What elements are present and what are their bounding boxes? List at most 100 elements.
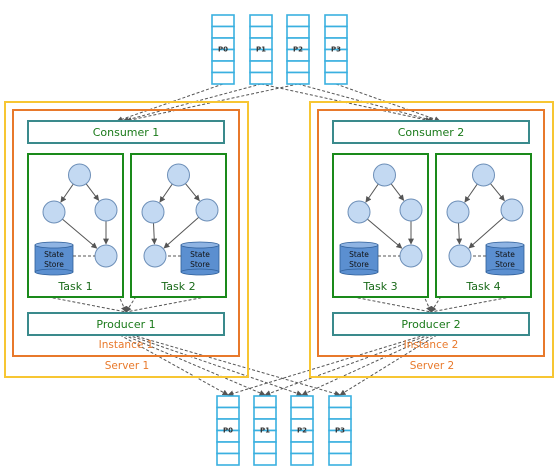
producer-to-output [339,334,438,396]
server-box [309,101,554,378]
edge [159,183,173,203]
processor-node [42,200,66,224]
partition-cell [286,71,310,85]
partition-cell [328,452,352,466]
processor-node [373,163,396,187]
instance-label: Instance 1 [99,339,154,351]
processor-node [94,244,118,268]
partition-cell [253,452,277,466]
partition-cell [216,395,240,409]
partition-cell [249,14,273,28]
task-label: Task 1 [57,280,92,293]
edge [185,183,200,202]
processor-node [68,163,91,187]
producer-to-output [123,334,266,396]
producer-label: Producer 1 [96,318,155,331]
processor-node [347,200,371,224]
task-to-producer [410,266,432,313]
partition-label: P0 [223,427,233,435]
processor-node [195,198,219,222]
state-store-label-line2: Store [349,260,369,269]
input-partition-2: P2 [286,14,310,85]
output-partition-2: P2 [290,395,314,466]
server-label: Server 1 [105,360,149,372]
processor-node [143,244,167,268]
partition-cell [253,406,277,420]
store-bottom [180,268,220,276]
server-1: Consumer 1 Producer 1 Instance 1 Server 1 St… [4,101,249,378]
partition-cell [324,25,348,39]
state-store-label-line1: State [495,250,515,259]
partition-cell [286,14,310,28]
edge [464,183,478,203]
partition-cell [324,14,348,28]
partition-label: P1 [256,46,266,54]
processor-node [500,198,524,222]
partition-cell [324,71,348,85]
store-body [180,244,220,273]
state-store-label-line1: State [190,250,210,259]
store-top [34,241,74,249]
partition-cell [211,14,235,28]
producer-to-output [127,334,303,397]
edge [456,222,463,245]
output-partition-3: P3 [328,395,352,466]
state-store-label-line2: Store [495,260,515,269]
producer-to-output [227,334,426,397]
partition-label: P3 [331,46,341,54]
store-bottom [339,268,379,276]
producer-box [332,312,530,336]
partition-cell [328,395,352,409]
instance-box [317,109,545,357]
input-partition-0: P0 [211,14,235,85]
processor-node [448,244,472,268]
server-box [4,101,249,378]
edge [468,216,505,249]
producer-to-output [264,334,430,396]
edge [85,183,100,201]
edge [365,183,379,203]
partition-label: P2 [293,46,303,54]
partition-cell [211,71,235,85]
input-partition-3: P3 [324,14,348,85]
processor-node [446,200,470,224]
task-label: Task 4 [465,280,500,293]
producer-to-output [119,334,229,396]
task-label: Task 3 [362,280,397,293]
consumer-box [332,120,530,144]
store-top [485,241,525,249]
partition-label: P0 [218,46,228,54]
partition-cell [290,452,314,466]
state-store-label-line2: Store [190,260,210,269]
partition-cell [324,60,348,74]
producer-box [27,312,225,336]
server-label: Server 2 [410,360,454,372]
edge [62,218,98,249]
task-label: Task 2 [160,280,195,293]
processor-node [94,198,118,222]
state-store-label-line2: Store [44,260,64,269]
partition-cell [211,60,235,74]
partition-cell [290,395,314,409]
processor-node [167,163,190,187]
task-to-producer [105,266,127,313]
input-partition-1: P1 [249,14,273,85]
instance-box [12,109,240,357]
consumer-label: Consumer 2 [398,126,465,139]
edge [367,218,403,249]
consumer-label: Consumer 1 [93,126,160,139]
partition-cell [328,406,352,420]
edge [163,216,200,249]
output-partition-1: P1 [253,395,277,466]
producer-to-output [131,334,341,397]
